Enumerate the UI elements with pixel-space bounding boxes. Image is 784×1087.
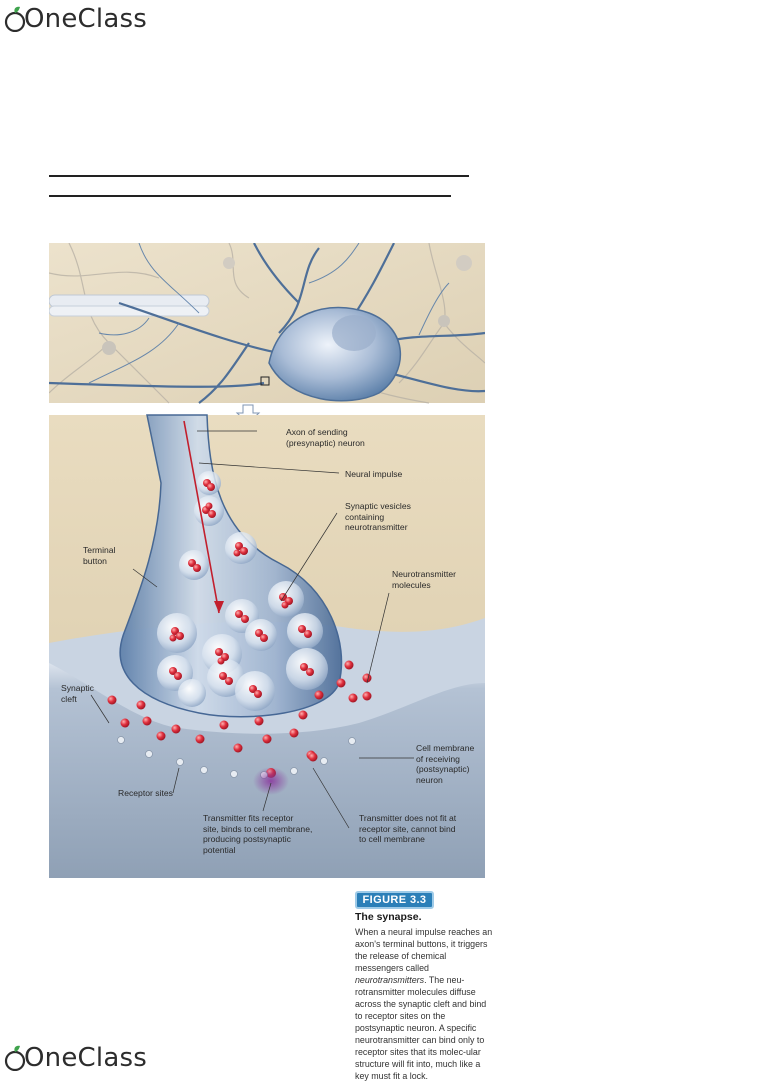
caption-body-part1: When a neural impulse reaches an axon's … <box>355 927 493 973</box>
synaptic-vesicles <box>157 471 328 711</box>
header-rule-1 <box>49 175 469 177</box>
label-synaptic-cleft: Synaptic cleft <box>61 683 94 704</box>
oneclass-logo-bottom: OneClass <box>4 1043 147 1073</box>
brand-name: OneClass <box>24 1043 147 1073</box>
label-neural-impulse: Neural impulse <box>345 469 403 479</box>
caption-body: When a neural impulse reaches an axon's … <box>355 926 495 1082</box>
synapse-closeup-panel <box>49 414 485 878</box>
header-rule-2 <box>49 195 451 197</box>
neuron-overview-panel <box>49 243 485 404</box>
oneclass-leaf-icon <box>4 1045 26 1071</box>
oneclass-leaf-icon <box>4 6 26 32</box>
magnify-box <box>260 376 270 386</box>
synapse-figure: Axon of sending (presynaptic) neuron Neu… <box>49 243 485 878</box>
caption-title: The synapse. <box>355 911 422 923</box>
label-transmitter-not-fit: Transmitter does not fit at receptor sit… <box>359 813 457 844</box>
label-receptor-sites: Receptor sites <box>118 788 173 798</box>
label-nt-molecules: Neurotransmitter molecules <box>392 569 456 590</box>
myelinated-axon <box>49 294 210 317</box>
caption-body-italic: neurotransmitters <box>355 975 425 985</box>
neural-impulse-arrow <box>183 420 220 614</box>
label-axon: Axon of sending (presynaptic) neuron <box>286 427 365 448</box>
label-terminal-button: Terminal button <box>83 545 116 566</box>
brand-name: OneClass <box>24 4 147 34</box>
binding-glow <box>253 767 289 795</box>
label-cell-membrane: Cell membrane of receiving (postsynaptic… <box>416 743 475 785</box>
figure-badge: FIGURE 3.3 <box>355 891 434 909</box>
label-synaptic-vesicles: Synaptic vesicles containing neurotransm… <box>345 501 411 532</box>
label-transmitter-fits: Transmitter fits receptor site, binds to… <box>203 813 313 855</box>
synapse-illustration <box>49 243 485 878</box>
caption-body-part2: . The neu-rotransmitter molecules diffus… <box>355 975 487 1081</box>
leader-lines <box>90 430 414 829</box>
oneclass-logo-top: OneClass <box>4 4 147 34</box>
